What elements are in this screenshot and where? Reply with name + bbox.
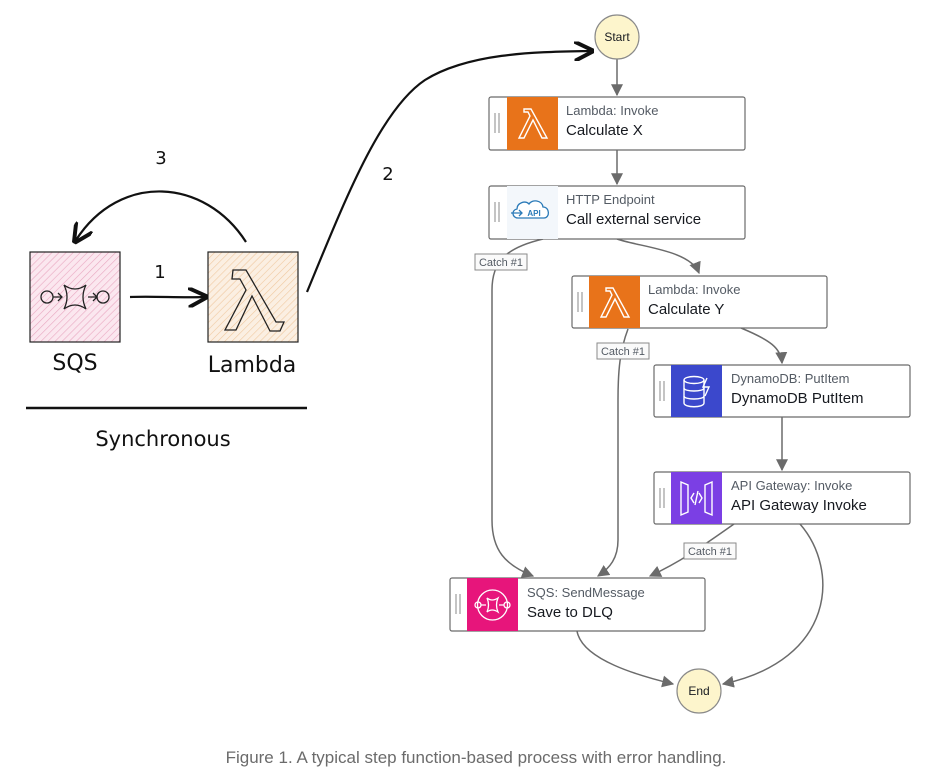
lambda-hand-icon <box>223 269 286 332</box>
svg-text:Catch #1: Catch #1 <box>479 257 523 269</box>
svg-text:Call external service: Call external service <box>566 211 701 228</box>
task-calculate-y[interactable]: Lambda: Invoke Calculate Y <box>571 275 828 329</box>
svg-text:Lambda: Invoke: Lambda: Invoke <box>566 103 659 118</box>
catch-label-2: Catch #1 <box>596 342 650 360</box>
sqs-hand-icon <box>40 284 110 310</box>
edge-catch-http <box>491 238 544 578</box>
api-icon: API <box>511 200 550 219</box>
task-call-external-service[interactable]: API HTTP Endpoint Call external service <box>488 185 746 240</box>
edge-http-calcy <box>616 238 701 275</box>
arrow-2 <box>305 51 590 293</box>
svg-text:Calculate Y: Calculate Y <box>648 301 724 318</box>
arrow-3-label: 3 <box>155 148 166 169</box>
sqs-box <box>29 251 121 343</box>
synchronous-label: Synchronous <box>95 427 230 451</box>
arrow-2-label: 2 <box>382 164 393 185</box>
svg-text:Start: Start <box>604 30 630 44</box>
edge-calcy-dynamo <box>740 327 788 365</box>
svg-text:Catch #1: Catch #1 <box>601 346 645 358</box>
svg-text:DynamoDB PutItem: DynamoDB PutItem <box>731 390 864 407</box>
lambda-box <box>207 251 299 343</box>
left-diagram: SQS Lambda 1 3 2 Synchronous <box>26 51 590 451</box>
svg-text:SQS: SendMessage: SQS: SendMessage <box>527 585 645 600</box>
svg-text:DynamoDB: PutItem: DynamoDB: PutItem <box>731 371 850 386</box>
task-calculate-x[interactable]: Lambda: Invoke Calculate X <box>488 96 746 151</box>
svg-text:Catch #1: Catch #1 <box>688 546 732 558</box>
task-save-to-dlq[interactable]: SQS: SendMessage Save to DLQ <box>449 577 706 632</box>
svg-text:API: API <box>527 209 540 218</box>
lambda-icon <box>507 97 558 150</box>
lambda-label: Lambda <box>208 353 297 378</box>
edge-dlq-end <box>576 630 675 688</box>
svg-text:HTTP Endpoint: HTTP Endpoint <box>566 192 655 207</box>
svg-text:Calculate X: Calculate X <box>566 122 643 139</box>
svg-text:API Gateway: Invoke: API Gateway: Invoke <box>731 478 852 493</box>
end-node[interactable]: End <box>676 668 722 714</box>
catch-label-1: Catch #1 <box>474 253 528 271</box>
sqs-label: SQS <box>52 351 97 376</box>
figure-caption: Figure 1. A typical step function-based … <box>225 748 727 767</box>
catch-label-3: Catch #1 <box>683 542 737 560</box>
start-node[interactable]: Start <box>594 14 640 60</box>
svg-text:End: End <box>688 684 709 698</box>
arrow-3 <box>76 190 247 242</box>
arrow-1 <box>129 297 204 298</box>
edge-catch-calcy <box>597 328 629 577</box>
edge-apigw-end <box>721 523 824 688</box>
svg-text:Save to DLQ: Save to DLQ <box>527 604 613 621</box>
task-dynamodb-putitem[interactable]: DynamoDB: PutItem DynamoDB PutItem <box>653 364 911 418</box>
svg-text:Lambda: Invoke: Lambda: Invoke <box>648 282 741 297</box>
arrow-1-label: 1 <box>154 262 165 283</box>
task-api-gateway-invoke[interactable]: API Gateway: Invoke API Gateway Invoke <box>653 471 911 525</box>
svg-text:API Gateway Invoke: API Gateway Invoke <box>731 497 867 514</box>
lambda-icon <box>589 276 640 328</box>
